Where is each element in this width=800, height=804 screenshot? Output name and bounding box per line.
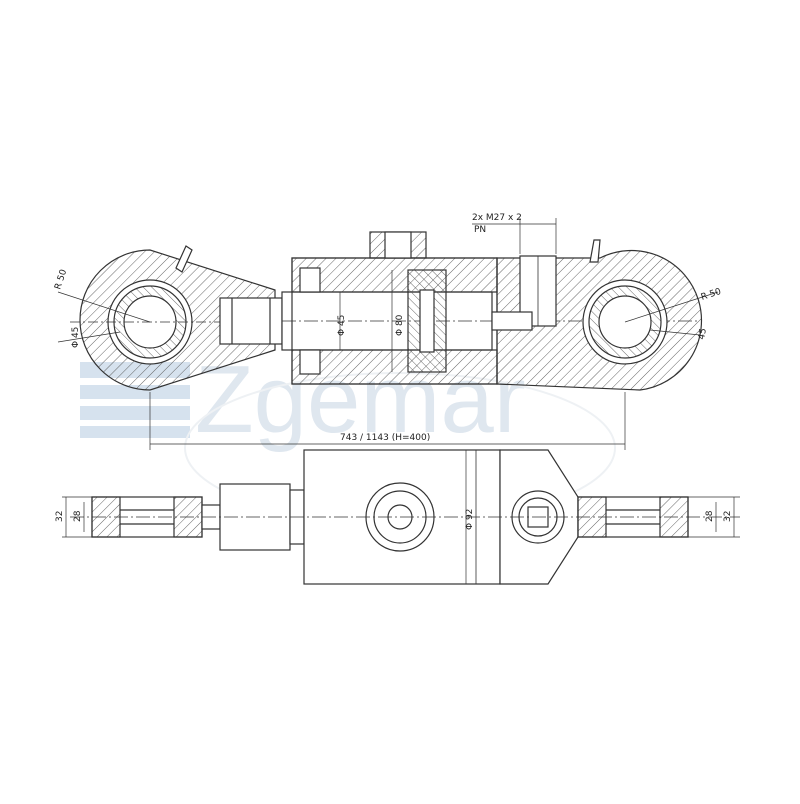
overall-length-label: 743 / 1143 (H=400) <box>340 433 430 443</box>
section-view <box>70 231 703 391</box>
rod-diameter-label: Φ 45 <box>337 315 347 336</box>
section-labels: 2x M27 x 2 PN R 50 Φ 45 R 50 45 Φ 45 Φ 8… <box>53 213 722 443</box>
width-28-left-label: 28 <box>73 510 83 522</box>
right-base-eye <box>496 239 703 391</box>
pn-label: PN <box>474 225 486 235</box>
side-view <box>70 449 740 585</box>
section-dimensions <box>57 218 719 450</box>
width-32-right-label: 32 <box>723 511 733 522</box>
thread-label: 2x M27 x 2 <box>472 213 522 223</box>
eye-diameter-right-label: 45 <box>697 328 709 341</box>
side-labels: 32 28 28 32 Φ 92 <box>55 509 733 530</box>
radius-right-label: R 50 <box>700 287 723 303</box>
width-32-left-label: 32 <box>55 511 65 522</box>
radius-left-label: R 50 <box>53 268 69 291</box>
eye-diameter-left-label: Φ 45 <box>71 327 81 348</box>
side-dimensions <box>62 450 740 584</box>
bore-diameter-label: Φ 80 <box>395 314 405 336</box>
width-28-right-label: 28 <box>705 510 715 522</box>
body-diameter-label: Φ 92 <box>465 509 475 530</box>
